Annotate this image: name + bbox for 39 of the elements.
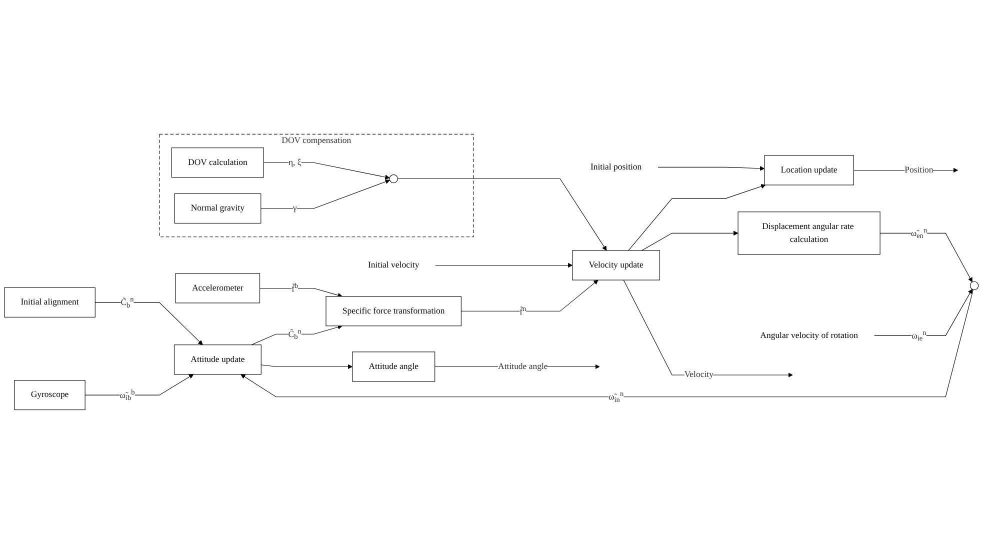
arrow: [880, 232, 972, 282]
node-box: Velocity update: [572, 250, 660, 280]
arrow: [397, 178, 607, 251]
edge-label: f̃$^{n}$: [520, 304, 526, 317]
arrow: [263, 162, 390, 180]
arrow: [460, 280, 598, 312]
edge-label: f̃$^{b}$: [292, 282, 298, 294]
edge-label: Velocity: [684, 370, 714, 380]
arrow: [251, 324, 342, 346]
arrow: [84, 374, 194, 396]
edge-label: Position: [904, 165, 934, 175]
edge-label: Attitude angle: [498, 362, 548, 372]
edge-label: γ: [292, 204, 297, 213]
edge-label: η, ξ: [288, 158, 302, 167]
node-box: DOV calculation: [171, 148, 264, 178]
node-box: Attitude update: [174, 344, 262, 375]
arrow: [435, 262, 573, 268]
node-text: Initial velocity: [368, 260, 420, 270]
node-box: Specific force transformation: [326, 296, 462, 326]
arrow: [240, 289, 974, 398]
arrow: [628, 184, 766, 251]
arrow: [642, 230, 738, 251]
node-box: Location update: [764, 155, 854, 186]
node-circle: [389, 174, 398, 184]
node-box: Attitude angle: [352, 352, 436, 382]
arrow: [260, 179, 390, 209]
arrow: [260, 364, 353, 370]
node-text: Initial position: [590, 162, 642, 172]
arrow: [94, 302, 203, 346]
arrow: [874, 288, 972, 336]
node-box: Displacement angular rate calculation: [738, 212, 880, 255]
node-box: Initial alignment: [4, 287, 96, 318]
node-text: Angular velocity of rotation: [760, 330, 858, 340]
node-box: Accelerometer: [175, 273, 260, 304]
node-box: Gyroscope: [14, 380, 86, 410]
node-circle: [970, 281, 979, 290]
node-box: Normal gravity: [174, 193, 262, 224]
arrow: [260, 288, 342, 298]
arrow: [658, 166, 765, 171]
